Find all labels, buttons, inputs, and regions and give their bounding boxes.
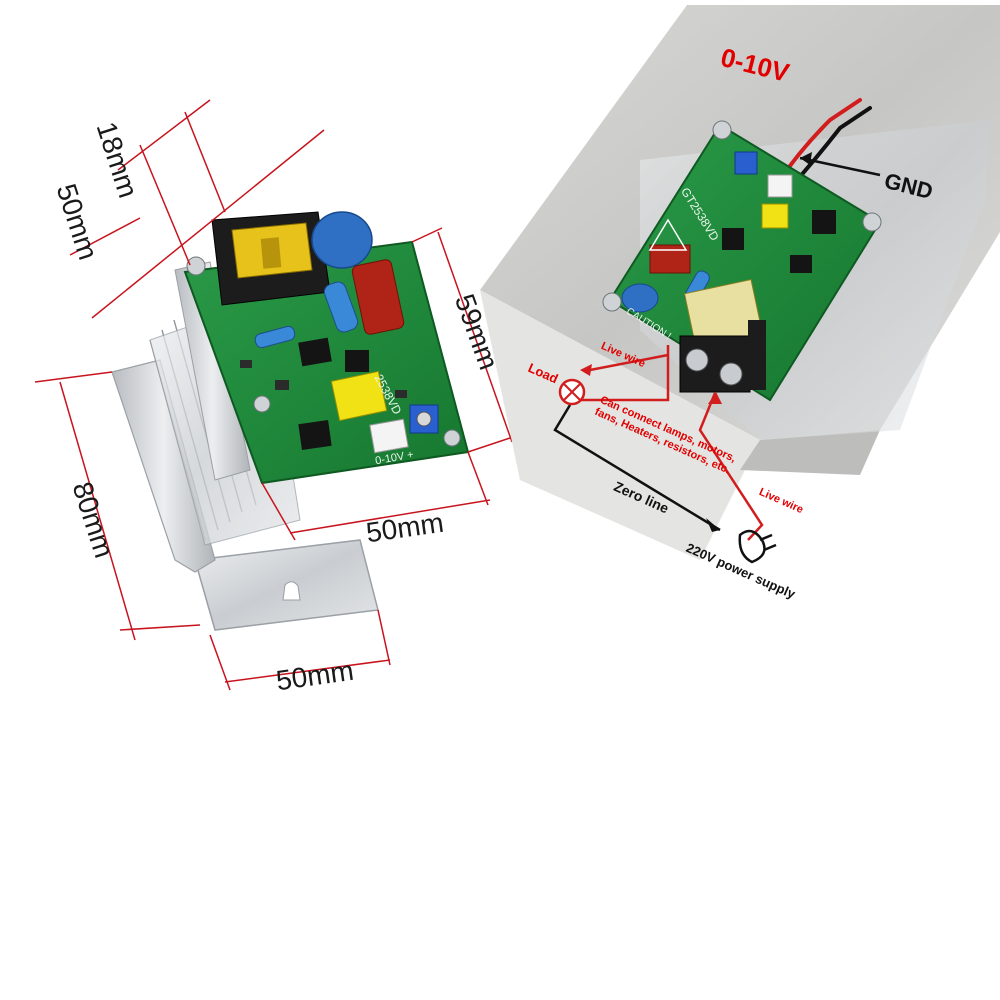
pcb-right [602, 120, 882, 402]
fuse-holder [211, 211, 331, 306]
lamp-icon [558, 378, 586, 406]
dimension-lines [34, 99, 513, 691]
wiring-lines [553, 152, 881, 541]
plug-icon [738, 529, 777, 564]
pcb-left [183, 211, 470, 485]
